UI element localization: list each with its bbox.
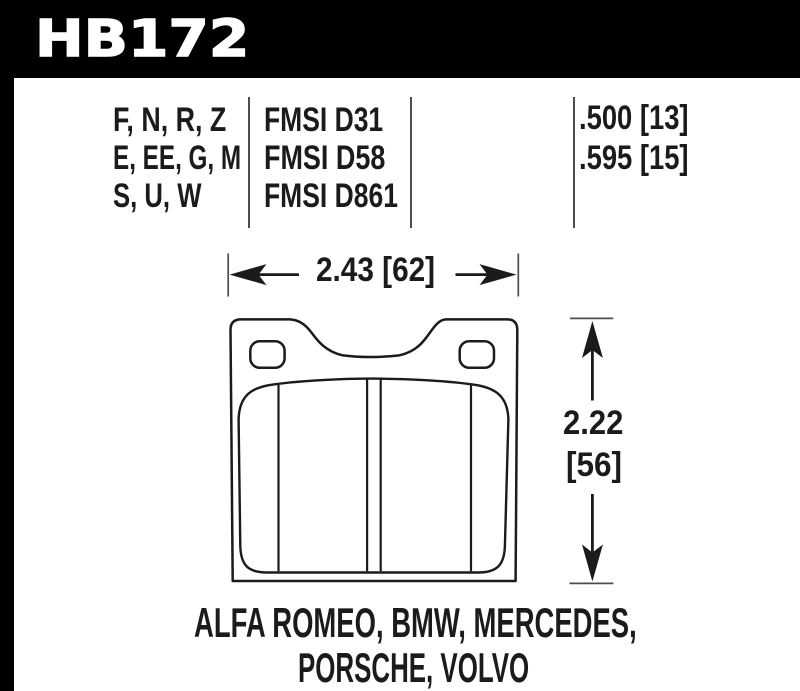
part-number: HB172	[34, 9, 250, 69]
fmsi-row-3: FMSI D861	[263, 176, 398, 215]
thickness-row-2: .595 [15]	[578, 139, 689, 177]
backing-plate-outline	[229, 318, 519, 583]
left-ear-hole	[249, 339, 286, 370]
table-divider-2	[410, 97, 412, 228]
table-divider-3	[573, 97, 575, 228]
width-dimension-label: 2.43 [62]	[316, 251, 436, 290]
friction-pad-outline	[237, 377, 510, 574]
compound-row-3: S, U, W	[113, 176, 202, 215]
applications-line-1: ALFA ROMEO, BMW, MERCEDES,	[194, 599, 637, 647]
compound-row-2: E, EE, G, M	[113, 138, 242, 177]
height-arrow-down	[582, 544, 603, 582]
right-ear-hole	[458, 339, 496, 370]
thickness-row-1: .500 [13]	[578, 99, 689, 138]
compound-row-1: F, N, R, Z	[113, 100, 227, 139]
fmsi-row-2: FMSI D58	[263, 138, 385, 177]
left-border-bar	[0, 0, 14, 691]
height-dimension-value: 2.22	[562, 403, 624, 442]
width-arrow-left	[229, 264, 267, 286]
height-dimension-mm: [56]	[565, 446, 622, 485]
applications-line-2: PORSCHE, VOLVO	[297, 643, 529, 691]
width-arrow-right	[479, 264, 517, 286]
height-arrow-up	[582, 321, 603, 358]
fmsi-row-1: FMSI D31	[263, 100, 383, 139]
header-bar	[0, 0, 800, 78]
table-divider-1	[247, 97, 250, 228]
